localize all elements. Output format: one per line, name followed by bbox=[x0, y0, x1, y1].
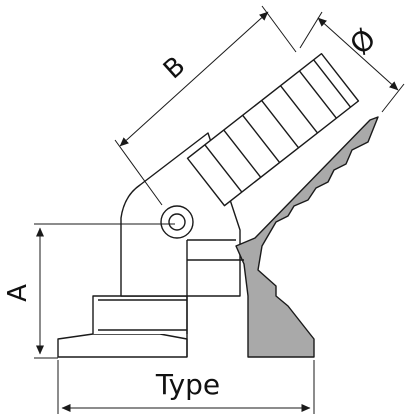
flange bbox=[57, 333, 188, 358]
dimension-type bbox=[57, 360, 315, 414]
fitting-outline bbox=[57, 52, 379, 358]
section-wall bbox=[235, 116, 379, 358]
dimension-a bbox=[34, 223, 175, 359]
hose-barb bbox=[186, 52, 360, 207]
dimension-diameter-label: Ø bbox=[343, 22, 382, 60]
dimension-diameter bbox=[299, 11, 405, 113]
dimension-type-label: Type bbox=[155, 368, 220, 401]
dimension-b bbox=[114, 5, 297, 206]
flange-neck bbox=[92, 295, 188, 334]
dimension-b-label: B bbox=[158, 51, 191, 85]
dimension-a-label: A bbox=[3, 284, 33, 302]
